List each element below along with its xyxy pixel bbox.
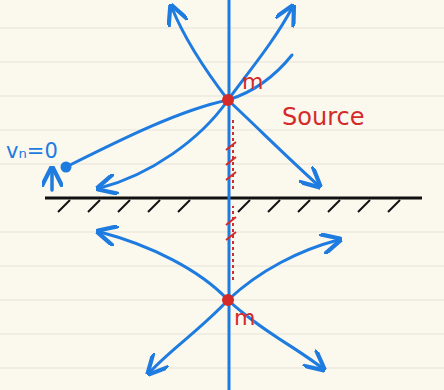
source-strength: m [242, 70, 263, 94]
wall-velocity-marks [226, 120, 236, 280]
wall [45, 198, 422, 212]
streamlines [52, 0, 338, 390]
source-label: Source [282, 104, 364, 130]
image-strength: m [234, 306, 255, 330]
ruled-lines [0, 28, 444, 368]
image-source-point [222, 294, 234, 306]
boundary-condition: vₙ=0 [6, 140, 58, 163]
source-point [222, 94, 234, 106]
